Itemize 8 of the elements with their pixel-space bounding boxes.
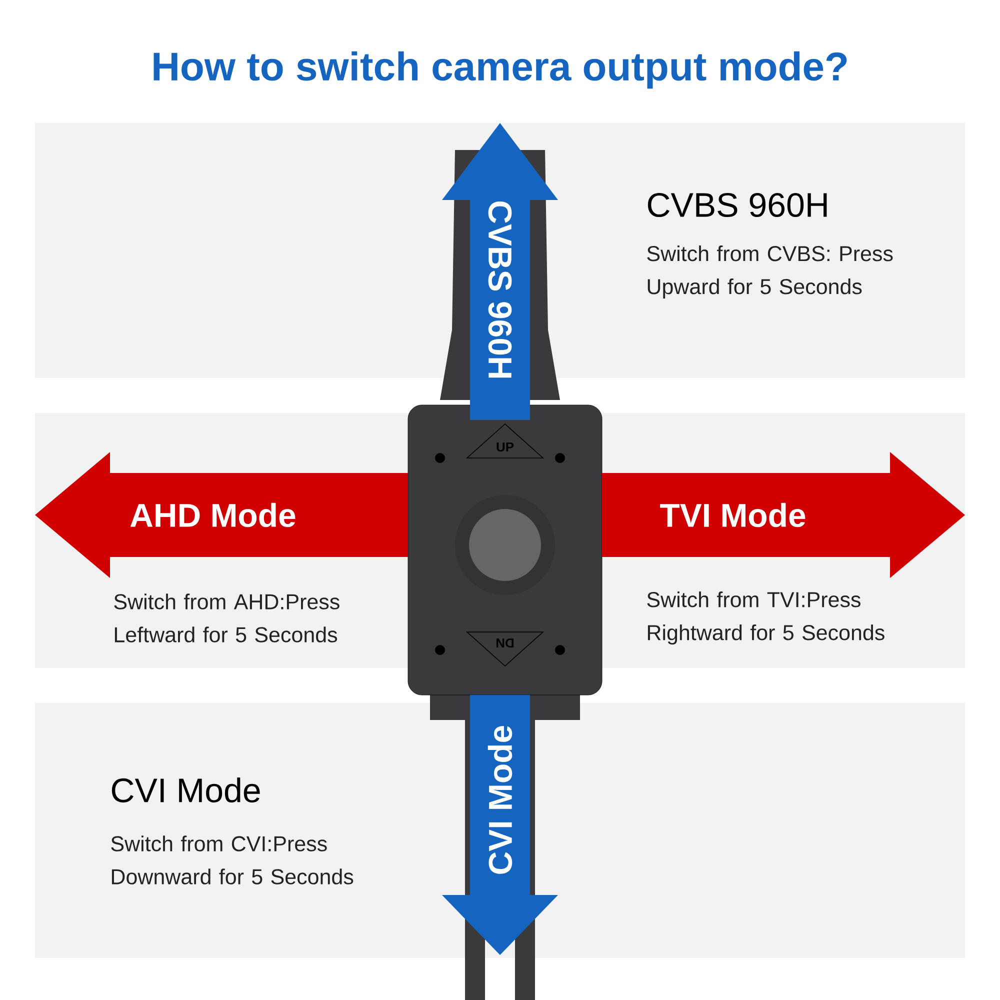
button-label: DN bbox=[496, 638, 514, 648]
mode-heading: CVI Mode bbox=[112, 778, 260, 802]
button-label: UP bbox=[496, 442, 514, 452]
title: How to switch camera output mode? bbox=[154, 51, 847, 89]
instruction-text: Switch from TVI:Press Rightward for 5 Seconds bbox=[647, 592, 884, 645]
instruction-text: Switch from CVBS: Press Upward for 5 Seconds bbox=[647, 245, 893, 299]
instruction-text: Switch from CVI:Press Downward for 5 Seconds bbox=[111, 836, 354, 884]
mode-heading: CVBS 960H bbox=[648, 192, 827, 218]
